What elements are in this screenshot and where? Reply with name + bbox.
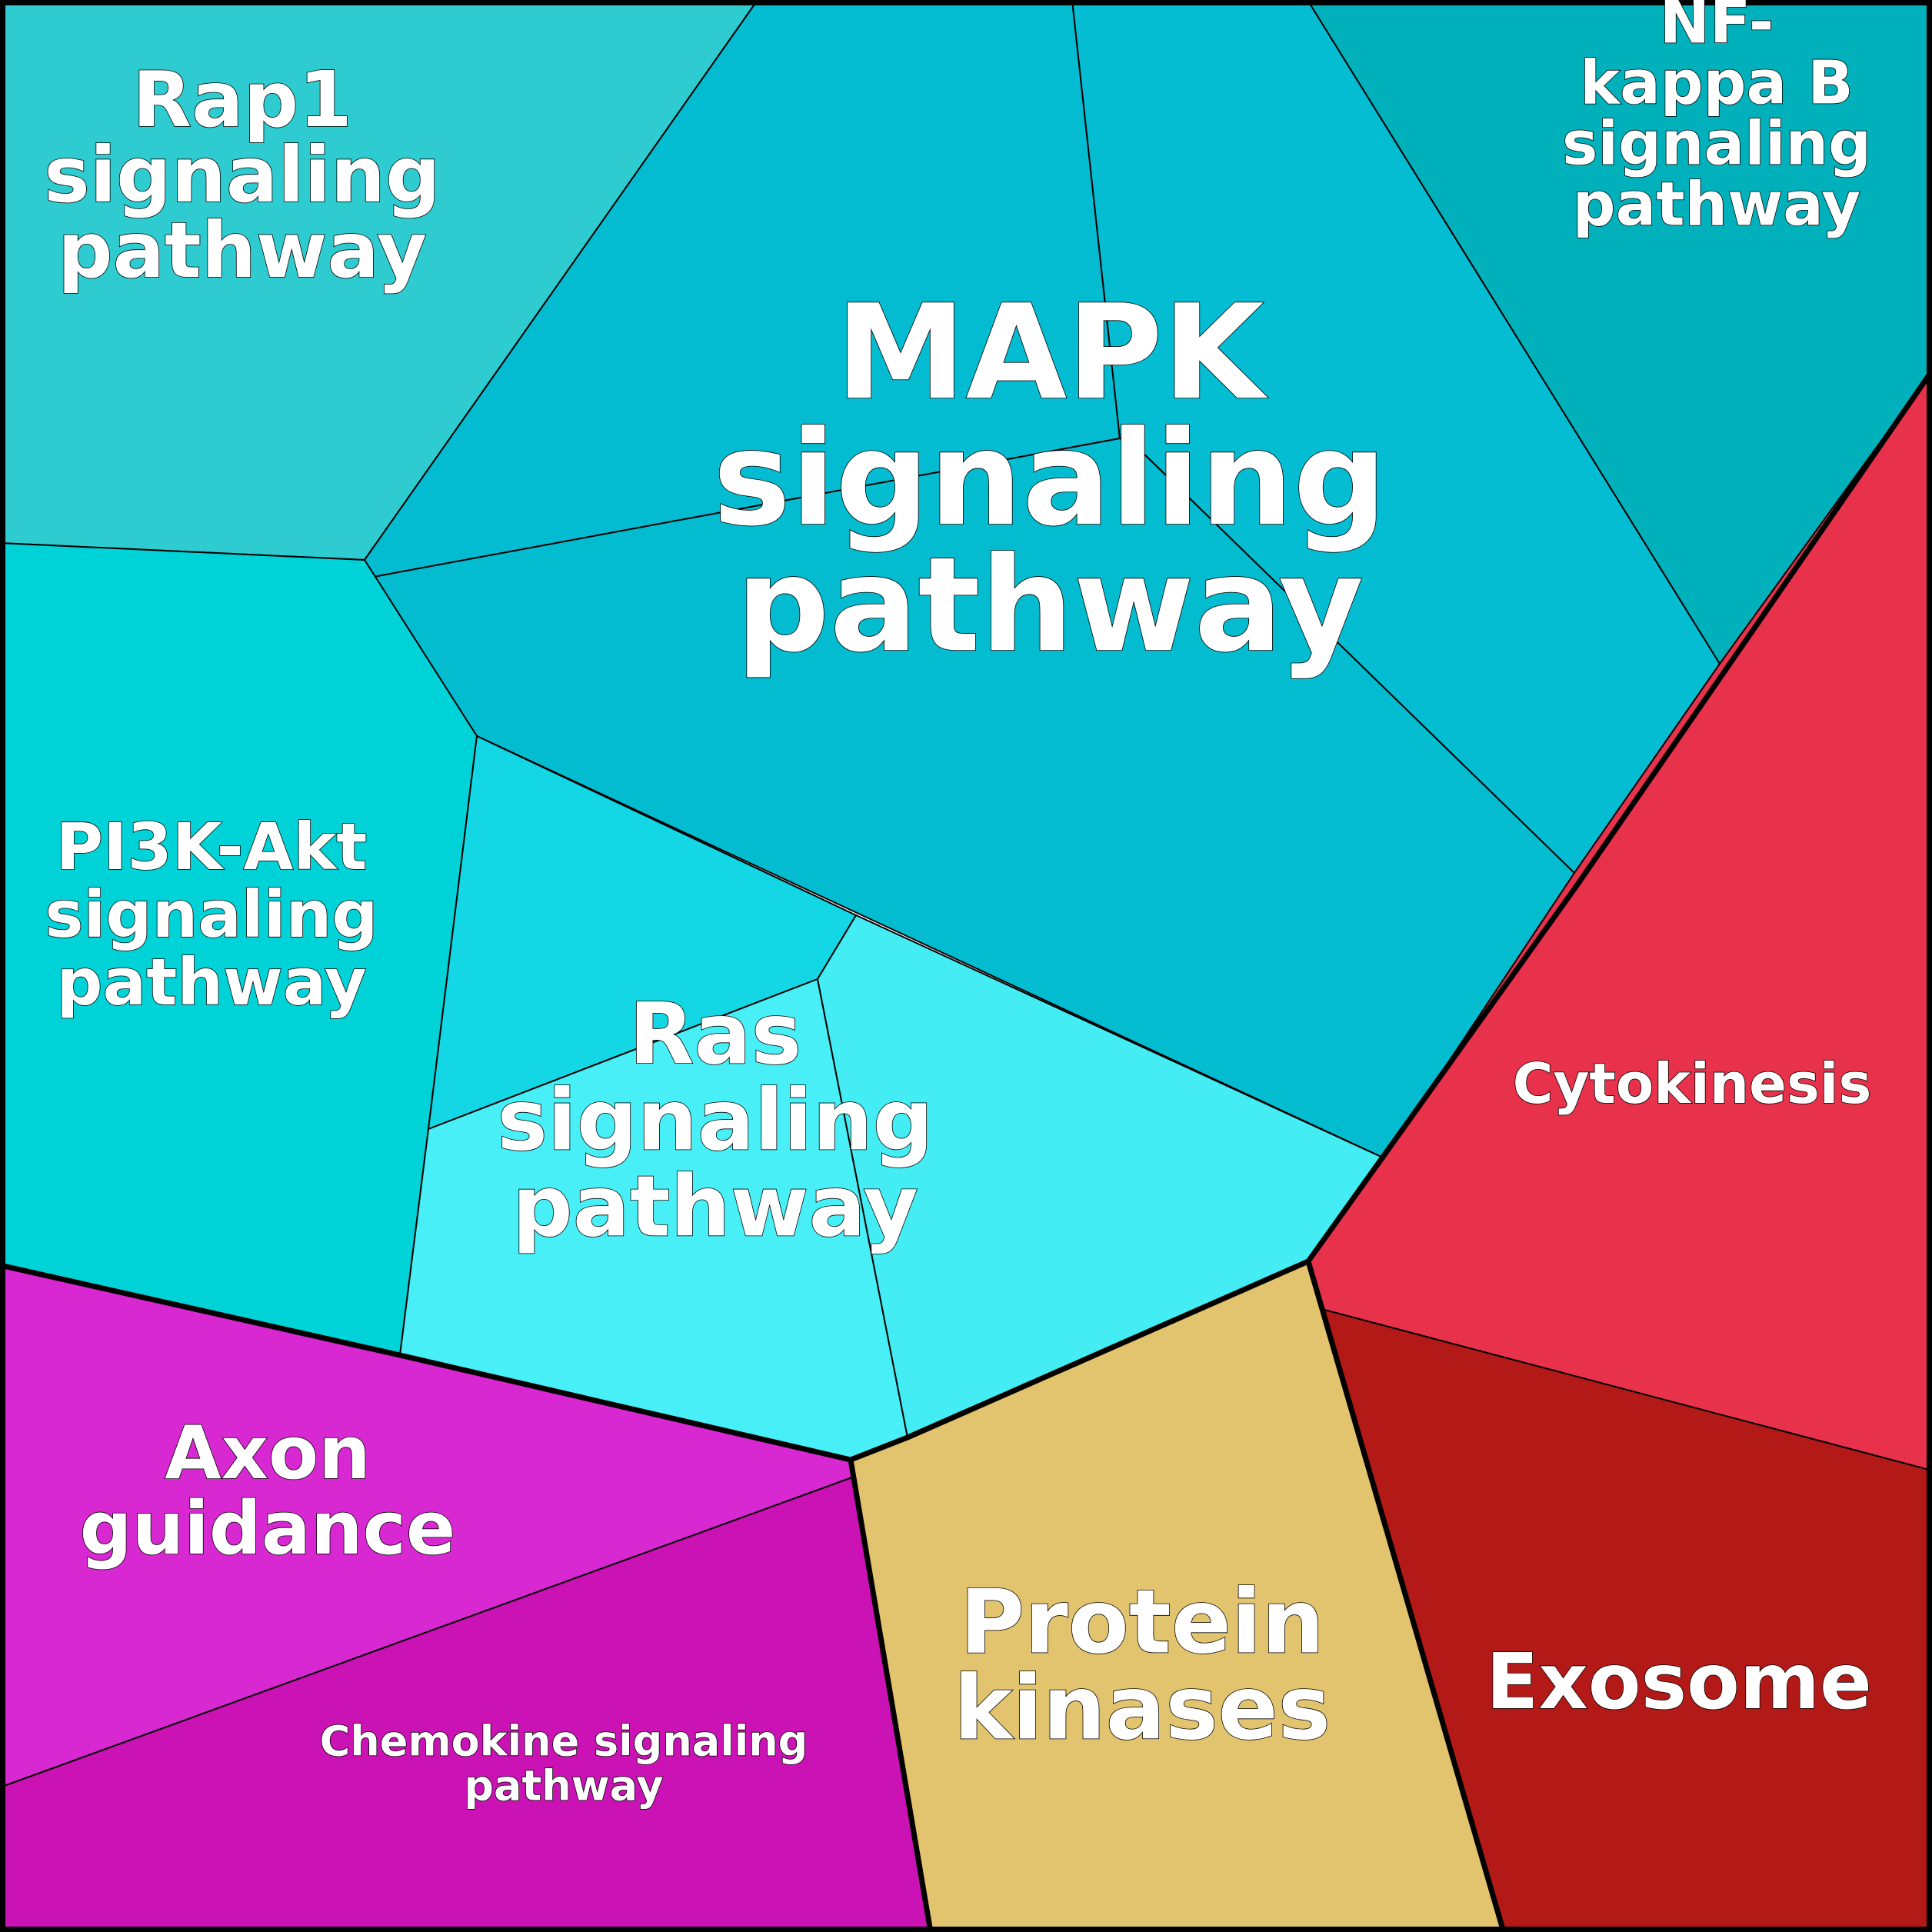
label-line: NF- (1660, 0, 1774, 58)
label-line: pathway (56, 944, 366, 1020)
label-line: signaling (45, 877, 378, 952)
label-line: Protein (960, 1571, 1324, 1674)
label-line: pathway (464, 1761, 663, 1810)
label-line: signaling (1562, 110, 1871, 179)
cell-nfkb (1307, 0, 1932, 665)
label-line: Exosome (1486, 1637, 1872, 1727)
label-line: signaling (498, 1071, 934, 1170)
label-cytokinesis: Cytokinesis (1513, 1051, 1872, 1116)
label-line: Chemokine signaling (320, 1717, 808, 1765)
label-line: Cytokinesis (1513, 1051, 1872, 1116)
label-line: Ras (629, 985, 801, 1084)
border-kinases-right (1305, 1261, 1507, 1932)
border-kinases-top (849, 1258, 1310, 1463)
label-line: PI3K-Akt (56, 809, 368, 884)
label-line: signaling (44, 130, 440, 220)
label-line: pathway (1573, 171, 1860, 240)
label-line: Axon (165, 1411, 371, 1496)
label-line: pathway (736, 529, 1364, 681)
border-axon-top (0, 1262, 851, 1463)
label-line: MAPK (835, 277, 1267, 429)
label-line: Rap1 (132, 55, 352, 145)
label-line: guidance (80, 1487, 456, 1571)
label-line: kinases (954, 1657, 1331, 1760)
cell-chemokine (0, 1477, 931, 1932)
label-exosome: Exosome (1486, 1637, 1872, 1727)
border-cytokinesis-left (1306, 369, 1932, 1264)
label-line: pathway (58, 205, 427, 295)
label-line: kappa B (1580, 49, 1853, 118)
label-line: pathway (512, 1158, 918, 1256)
border-kinases-left (848, 1459, 934, 1932)
label-line: signaling (713, 403, 1387, 555)
